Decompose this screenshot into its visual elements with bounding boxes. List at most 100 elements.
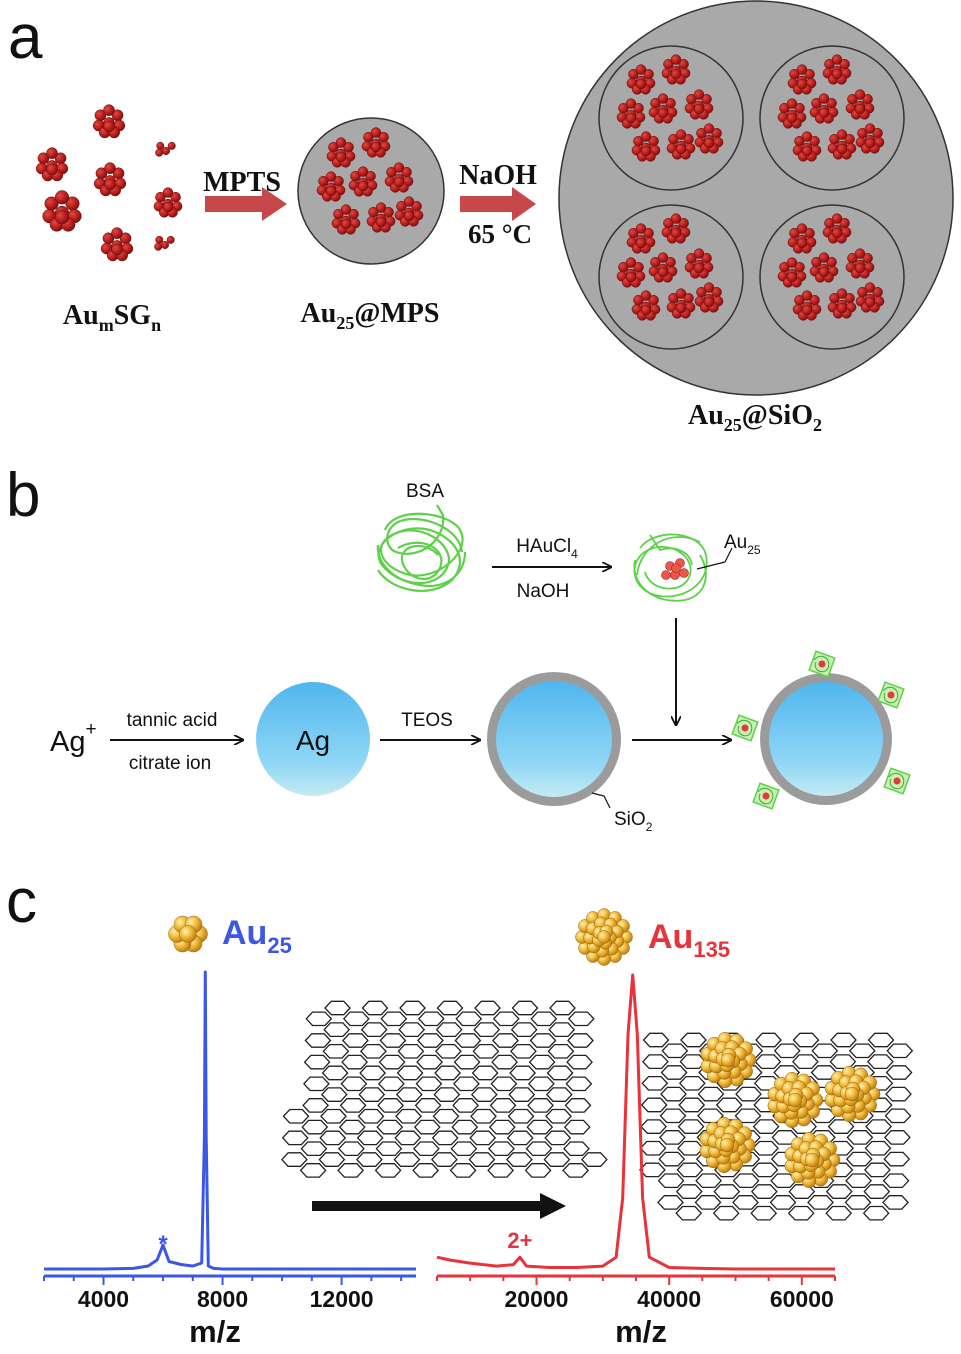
product-label: Au25@SiO2 xyxy=(688,400,822,435)
silica-particle xyxy=(558,0,954,396)
gold-cluster xyxy=(684,89,714,120)
x-axis-label: m/z xyxy=(615,1314,667,1349)
gold-nanocluster xyxy=(699,1116,756,1174)
gold-cluster xyxy=(100,227,134,262)
ag-core xyxy=(256,682,370,796)
gold-cluster xyxy=(631,131,661,162)
au135-clusters-on-graphene xyxy=(699,1031,881,1189)
gold-cluster xyxy=(631,290,661,321)
gold-cluster xyxy=(661,213,691,244)
product-clusters xyxy=(616,54,885,321)
ag-ion-label: Ag+ xyxy=(50,719,97,758)
gold-cluster xyxy=(648,93,678,124)
bsa-au25-unit xyxy=(752,782,780,810)
panel-label-a: a xyxy=(8,3,43,72)
tick-label: 12000 xyxy=(310,1286,374,1312)
sio2-pointer-line xyxy=(591,792,611,809)
intermediate-clusters xyxy=(316,127,424,235)
gold-cluster xyxy=(777,98,807,129)
au25-pointer-line xyxy=(696,561,726,570)
reactant-label: AumSGn xyxy=(63,300,161,335)
gold-nanocluster xyxy=(700,1031,757,1089)
gold-cluster xyxy=(845,248,875,279)
naoh-arrow xyxy=(460,187,536,221)
gold-cluster xyxy=(684,248,714,279)
reactant-clusters xyxy=(35,104,183,262)
haucl4-label: HAuCl4 xyxy=(516,536,578,561)
temperature-label: 65 °C xyxy=(468,219,532,249)
peak-annotation: 2+ xyxy=(507,1228,532,1253)
tick-label: 20000 xyxy=(505,1286,569,1312)
spectrum-trace xyxy=(436,973,835,1271)
gold-nanocluster xyxy=(784,1131,841,1189)
au25-label-c: Au25 xyxy=(222,914,292,958)
gold-cluster xyxy=(316,171,346,202)
tick-label: 4000 xyxy=(78,1286,129,1312)
au135-label-c: Au135 xyxy=(648,918,730,962)
gold-cluster xyxy=(326,137,356,168)
tick-label: 40000 xyxy=(637,1286,701,1312)
gold-cluster xyxy=(155,141,176,157)
au25-pointer-line-2 xyxy=(724,547,733,563)
gold-cluster xyxy=(361,127,391,158)
gold-cluster xyxy=(827,129,857,160)
gold-cluster xyxy=(787,223,817,254)
gold-cluster xyxy=(661,54,691,85)
gold-cluster xyxy=(666,129,696,160)
gold-cluster xyxy=(822,213,852,244)
gold-cluster xyxy=(616,257,646,288)
gold-cluster xyxy=(855,123,885,154)
gold-cluster xyxy=(92,104,126,139)
gold-cluster xyxy=(626,223,656,254)
gold-cluster xyxy=(809,93,839,124)
citrate-ion-label: citrate ion xyxy=(129,753,211,774)
gold-cluster xyxy=(855,282,885,313)
bsa-au25-unit xyxy=(731,714,759,742)
gold-cluster xyxy=(694,282,724,313)
gold-cluster xyxy=(792,131,822,162)
gold-cluster xyxy=(648,252,678,283)
teos-label: TEOS xyxy=(401,710,453,731)
x-axis-label: m/z xyxy=(189,1314,241,1349)
gold-cluster xyxy=(93,162,127,197)
gold-nanocluster xyxy=(168,915,208,953)
graphene-sheet xyxy=(281,1000,608,1178)
gold-cluster xyxy=(331,204,361,235)
gold-cluster xyxy=(666,288,696,319)
decorated-core xyxy=(769,682,883,796)
gold-cluster xyxy=(154,235,175,251)
spectrum-trace xyxy=(44,970,416,1271)
bsa-au25-unit xyxy=(883,767,911,795)
gold-cluster xyxy=(787,64,817,95)
gold-cluster xyxy=(792,290,822,321)
gold-cluster xyxy=(384,162,414,193)
peak-annotation: * xyxy=(158,1231,168,1258)
au135-mass-spectrum: 20000 40000 60000 m/z 2+ xyxy=(436,973,836,1349)
graphene-sheet-with-clusters xyxy=(639,1032,914,1221)
gold-cluster xyxy=(42,190,82,232)
au135-cluster-icon xyxy=(575,908,633,966)
au25-mass-spectrum: 4000 8000 12000 m/z * xyxy=(43,970,416,1349)
au25-cluster-icon xyxy=(168,915,208,953)
gold-cluster xyxy=(827,288,857,319)
bsa-au25-unit xyxy=(808,650,836,678)
tick-label: 60000 xyxy=(770,1286,834,1312)
gold-cluster xyxy=(348,166,378,197)
bsa-protein xyxy=(376,504,467,592)
bsa-au25-complex xyxy=(633,533,708,602)
gold-cluster xyxy=(616,98,646,129)
gold-cluster xyxy=(845,89,875,120)
tick-label: 8000 xyxy=(197,1286,248,1312)
bsa-au25-unit xyxy=(877,681,905,709)
gold-cluster xyxy=(822,54,852,85)
gold-cluster xyxy=(694,123,724,154)
gold-nanocluster xyxy=(824,1065,881,1123)
gold-cluster xyxy=(153,187,183,218)
mpts-arrow xyxy=(205,187,287,221)
gold-cluster xyxy=(777,257,807,288)
gold-cluster xyxy=(35,147,69,182)
tannic-acid-label: tannic acid xyxy=(127,710,218,731)
ag-sio2-core xyxy=(496,681,612,797)
panel-label-b: b xyxy=(6,461,40,530)
